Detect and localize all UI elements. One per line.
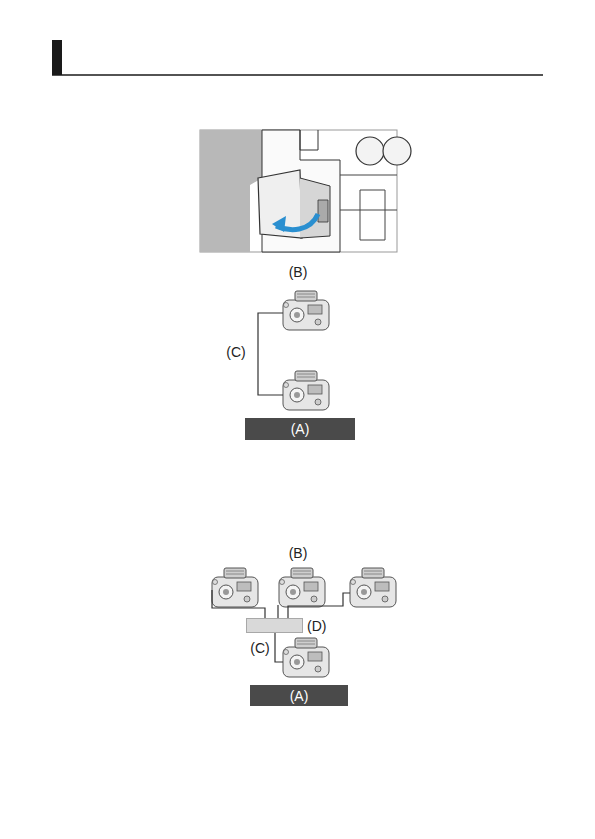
node-label: (D)	[307, 619, 326, 633]
heading-marker	[52, 40, 62, 75]
heading-rule	[52, 74, 543, 76]
cable-line	[212, 590, 265, 618]
cable-label: (C)	[226, 345, 245, 359]
cable-line	[277, 605, 278, 618]
cable-line	[258, 313, 283, 395]
cable-line	[275, 633, 283, 662]
terminal-cover-illustration	[200, 130, 411, 252]
master-band: (A)	[250, 685, 348, 706]
master-band: (A)	[245, 418, 355, 440]
node-label: (A)	[290, 689, 309, 703]
slave-label: (B)	[289, 546, 308, 560]
camera-illustration	[212, 568, 396, 677]
cable-line	[288, 593, 350, 618]
cable-label: (C)	[250, 641, 269, 655]
hub-box: (D)	[246, 618, 303, 633]
camera-illustration	[283, 291, 329, 410]
node-label: (A)	[291, 422, 310, 436]
slave-label: (B)	[289, 265, 308, 279]
